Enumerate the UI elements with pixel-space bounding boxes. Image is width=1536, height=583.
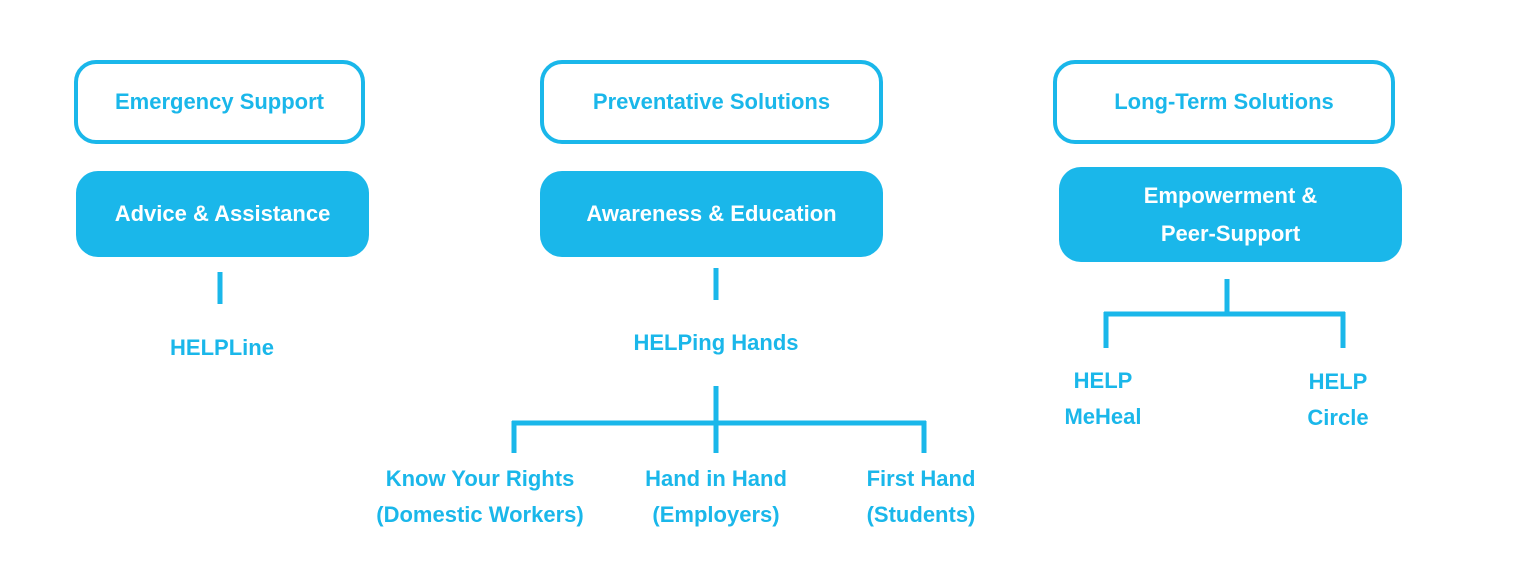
program-help-meheal: HELP MeHeal	[1043, 363, 1163, 435]
first-hand-line1: First Hand	[866, 466, 976, 491]
emergency-support-box: Emergency Support	[74, 60, 365, 144]
preventative-solutions-label: Preventative Solutions	[592, 89, 831, 114]
hand-in-hand-line1: Hand in Hand	[645, 466, 787, 491]
emergency-support-label: Emergency Support	[114, 89, 325, 114]
know-your-rights-line1: Know Your Rights	[385, 466, 575, 491]
sub-program-hand-in-hand: Hand in Hand (Employers)	[606, 461, 826, 533]
empowerment-peer-support-box: Empowerment & Peer-Support	[1059, 167, 1402, 262]
help-circle-line2: Circle	[1307, 405, 1369, 430]
sub-program-know-your-rights: Know Your Rights (Domestic Workers)	[340, 461, 620, 533]
empowerment-line2: Peer-Support	[1160, 220, 1301, 246]
helping-hands-label: HELPing Hands	[633, 330, 799, 355]
help-meheal-line2: MeHeal	[1064, 404, 1142, 429]
empowerment-line1: Empowerment &	[1143, 182, 1318, 208]
sub-program-first-hand: First Hand (Students)	[831, 461, 1011, 533]
help-circle-line1: HELP	[1308, 369, 1368, 394]
help-meheal-line1: HELP	[1073, 368, 1133, 393]
awareness-education-label: Awareness & Education	[586, 201, 837, 226]
know-your-rights-line2: (Domestic Workers)	[376, 502, 584, 527]
long-term-solutions-label: Long-Term Solutions	[1114, 89, 1334, 114]
hand-in-hand-line2: (Employers)	[652, 502, 780, 527]
awareness-education-box: Awareness & Education	[540, 171, 883, 257]
advice-assistance-label: Advice & Assistance	[114, 201, 331, 226]
helpline-label: HELPLine	[170, 335, 274, 360]
long-term-solutions-box: Long-Term Solutions	[1053, 60, 1395, 144]
first-hand-line2: (Students)	[866, 502, 976, 527]
preventative-solutions-box: Preventative Solutions	[540, 60, 883, 144]
advice-assistance-box: Advice & Assistance	[76, 171, 369, 257]
program-help-circle: HELP Circle	[1278, 364, 1398, 436]
